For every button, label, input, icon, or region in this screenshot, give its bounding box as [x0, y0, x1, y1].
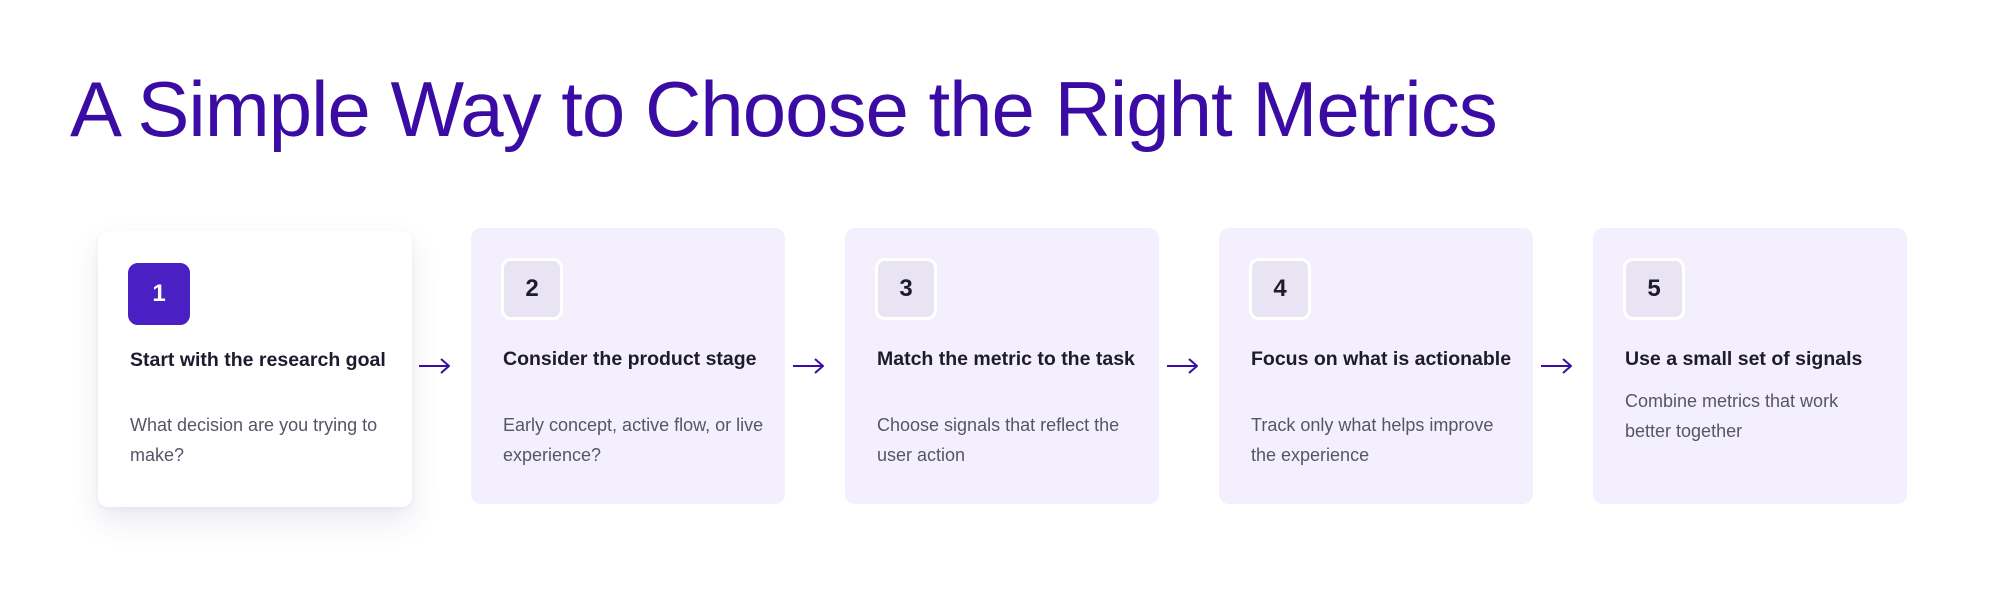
- step-number-badge: 3: [875, 258, 937, 320]
- step-description: Combine metrics that work better togethe…: [1625, 391, 1839, 441]
- step-card-5: 5 Use a small set of signals Combine met…: [1593, 228, 1907, 504]
- step-title: Focus on what is actionable: [1251, 348, 1512, 370]
- step-card-4: 4 Focus on what is actionable Track only…: [1219, 228, 1533, 504]
- step-card-2: 2 Consider the product stage Early conce…: [471, 228, 785, 504]
- step-title: Use a small set of signals: [1625, 348, 1863, 370]
- step-card-1: 1 Start with the research goal What deci…: [98, 231, 412, 507]
- step-description: Track only what helps improve the experi…: [1251, 415, 1494, 465]
- step-card-3: 3 Match the metric to the task Choose si…: [845, 228, 1159, 504]
- arrow-right-icon: [1167, 358, 1198, 374]
- step-description: Early concept, active flow, or live expe…: [503, 415, 764, 465]
- step-number-badge: 2: [501, 258, 563, 320]
- step-number-badge: 1: [128, 263, 190, 325]
- step-description: What decision are you trying to make?: [130, 415, 378, 465]
- step-title: Consider the product stage: [503, 348, 757, 370]
- step-title: Start with the research goal: [130, 349, 386, 371]
- step-number-badge: 4: [1249, 258, 1311, 320]
- arrow-right-icon: [793, 358, 824, 374]
- step-description: Choose signals that reflect the user act…: [877, 415, 1120, 465]
- step-number-badge: 5: [1623, 258, 1685, 320]
- arrow-right-icon: [419, 358, 450, 374]
- page-title: A Simple Way to Choose the Right Metrics: [70, 65, 1498, 153]
- arrow-right-icon: [1541, 358, 1572, 374]
- step-title: Match the metric to the task: [877, 348, 1135, 370]
